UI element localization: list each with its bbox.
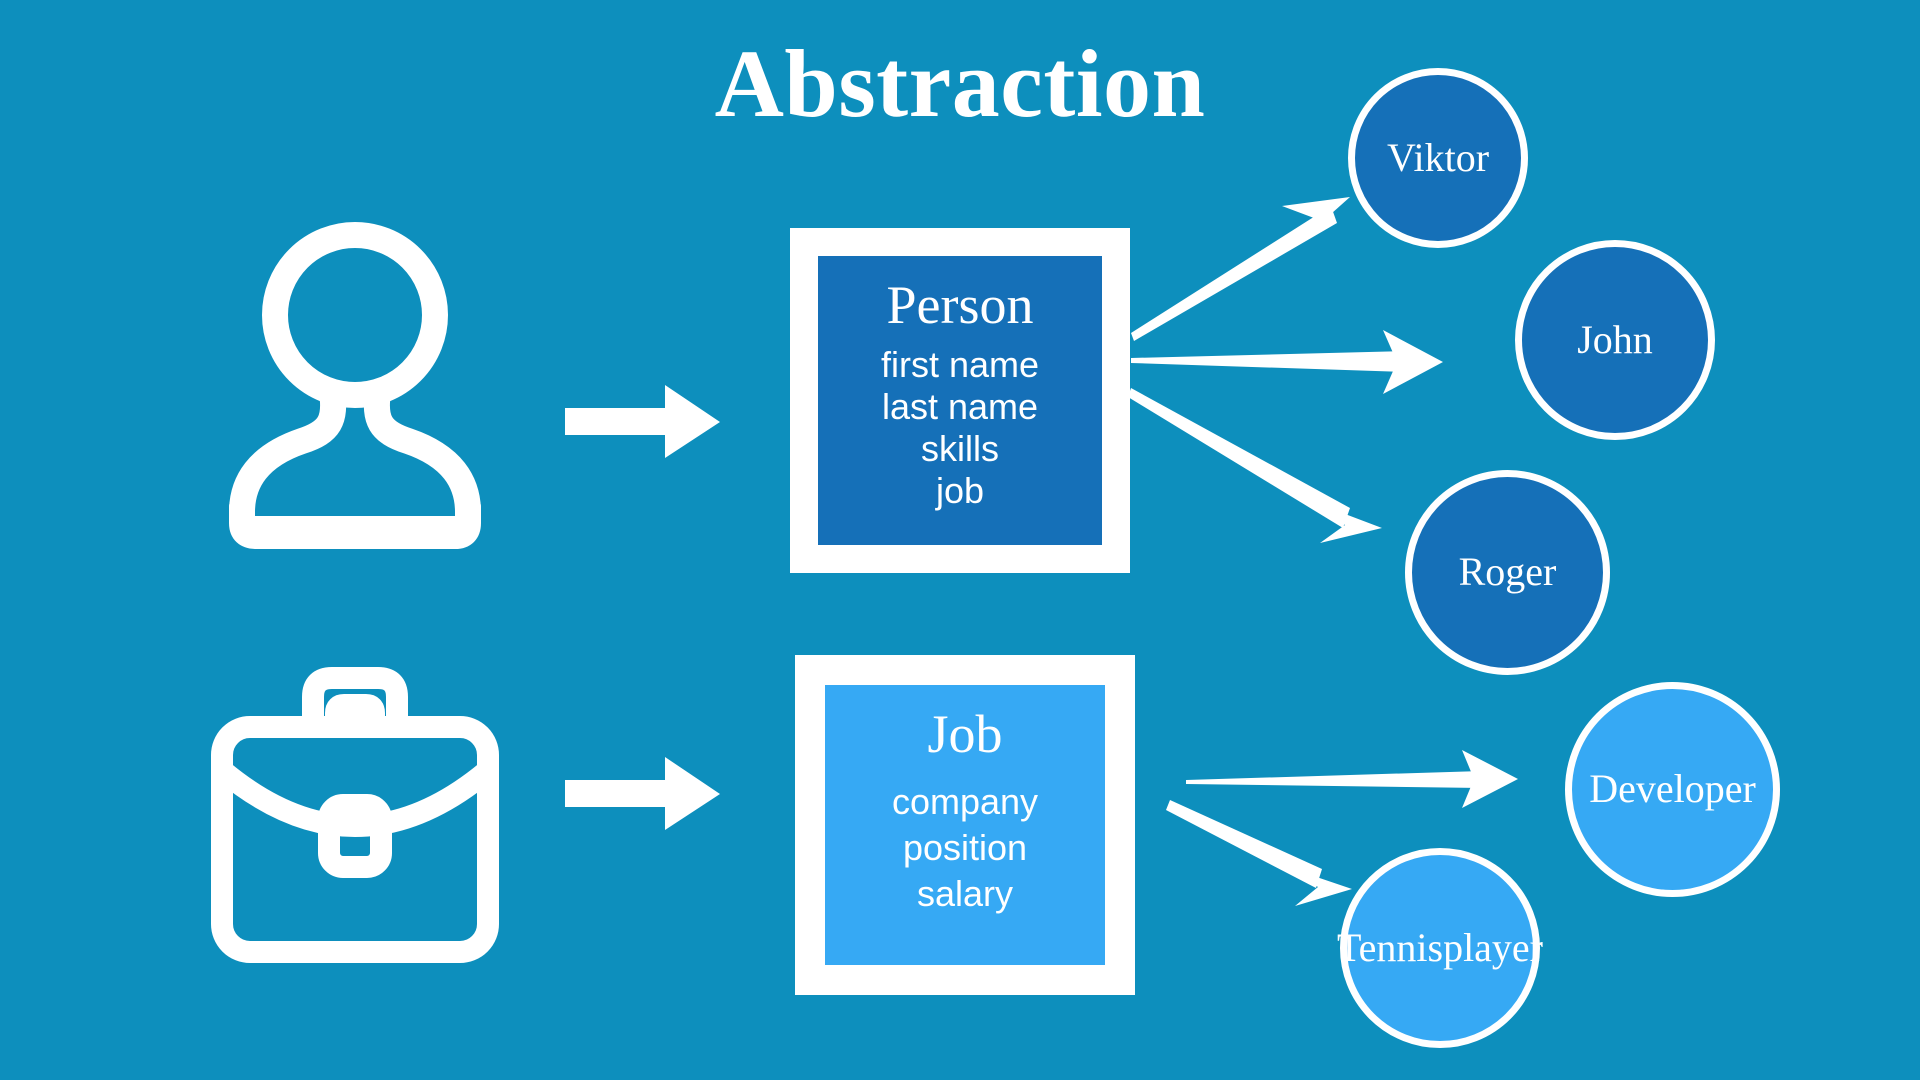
entity-box-person[interactable]: Person first name last name skills job (790, 228, 1130, 573)
entity-inner-person: Person first name last name skills job (818, 256, 1102, 545)
entity-attribute: first name (880, 344, 1040, 385)
entity-inner-job: Job company position salary (825, 685, 1105, 965)
entity-title-person: Person (886, 275, 1034, 335)
instance-bubble-john[interactable]: John (1515, 240, 1715, 440)
entity-attribute: last name (881, 386, 1039, 428)
instance-bubble-developer[interactable]: Developer (1565, 682, 1780, 897)
instance-bubble-roger[interactable]: Roger (1405, 470, 1610, 675)
entity-attribute: job (935, 470, 985, 512)
bubble-label-line: Tennis (1336, 924, 1444, 970)
entity-title-job: Job (927, 704, 1003, 764)
person-to-viktor-arrow (1131, 197, 1350, 341)
person-icon (229, 222, 481, 549)
person-to-john-arrow (1131, 330, 1443, 394)
entity-attribute: salary (916, 873, 1014, 915)
instance-bubble-viktor[interactable]: Viktor (1348, 68, 1528, 248)
entity-attribute: position (902, 827, 1028, 869)
job-to-developer-arrow (1186, 750, 1518, 808)
job-to-tennis-arrow (1166, 800, 1352, 906)
bubble-label-line: player (1443, 924, 1544, 970)
page-title: Abstraction (714, 30, 1206, 137)
icon-to-job-arrow (565, 757, 720, 830)
entity-box-job[interactable]: Job company position salary (795, 655, 1135, 995)
entity-attribute: skills (921, 428, 999, 470)
entity-attribute: company (891, 781, 1039, 822)
icon-to-person-arrow (565, 385, 720, 458)
person-to-roger-arrow (1128, 388, 1382, 543)
briefcase-icon (211, 667, 499, 963)
